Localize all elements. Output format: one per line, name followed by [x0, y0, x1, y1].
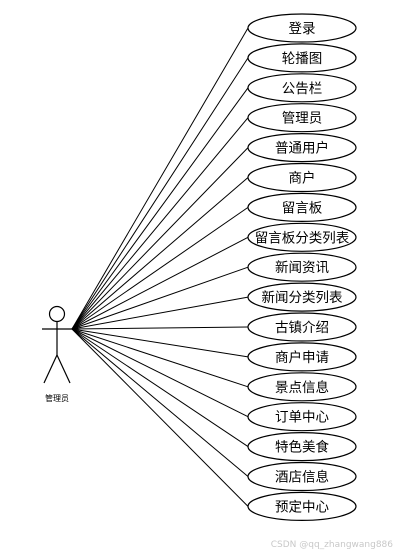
actor: 管理员	[42, 305, 72, 403]
use-case: 酒店信息	[247, 461, 357, 492]
use-case: 管理员	[247, 103, 357, 133]
use-case-label: 商户	[289, 170, 316, 187]
use-case-ellipse	[247, 432, 357, 462]
association-line	[71, 328, 249, 448]
use-case-ellipse	[247, 133, 357, 163]
use-case-ellipse	[247, 192, 357, 222]
use-case: 商户申请	[247, 342, 357, 372]
use-case-label: 古镇介绍	[275, 320, 329, 336]
use-case-label: 新闻分类列表	[262, 290, 343, 306]
use-case-ellipse	[247, 73, 357, 103]
association-lines	[71, 27, 249, 507]
use-case: 登录	[247, 13, 357, 43]
association-line	[71, 328, 249, 507]
use-case: 特色美食	[247, 432, 357, 462]
association-line	[71, 296, 249, 330]
use-case-label: 留言板	[282, 200, 323, 216]
use-case: 新闻分类列表	[247, 282, 357, 312]
use-case-ellipse	[247, 13, 357, 43]
use-case-ellipse	[247, 282, 357, 312]
use-case-label: 公告栏	[282, 81, 323, 97]
use-case: 预定中心	[247, 491, 357, 521]
use-case-label: 新闻资讯	[275, 260, 329, 276]
use-case-ellipse	[247, 342, 357, 372]
use-case-label: 管理员	[282, 111, 323, 127]
use-case-label: 酒店信息	[275, 469, 329, 486]
use-case-list: 登录轮播图公告栏管理员普通用户商户留言板留言板分类列表新闻资讯新闻分类列表古镇介…	[247, 13, 357, 521]
use-case-label: 景点信息	[275, 379, 329, 396]
use-case-label: 特色美食	[275, 439, 329, 456]
use-case-label: 普通用户	[275, 140, 329, 157]
use-case-ellipse	[247, 252, 357, 282]
association-line	[71, 328, 249, 418]
use-case: 景点信息	[247, 372, 357, 402]
use-case-label: 商户申请	[275, 349, 329, 366]
association-line	[71, 57, 249, 330]
use-case-ellipse	[247, 402, 357, 432]
use-case-ellipse	[247, 103, 357, 133]
use-case-ellipse	[247, 43, 357, 73]
association-line	[71, 266, 249, 330]
use-case-ellipse	[247, 372, 357, 402]
association-line	[71, 326, 249, 330]
use-case-ellipse	[247, 312, 357, 342]
use-case-label: 预定中心	[275, 499, 329, 515]
use-case-ellipse	[247, 162, 357, 193]
watermark: CSDN @qq_zhangwang886	[270, 540, 393, 550]
use-case: 留言板	[247, 192, 357, 222]
use-case: 留言板分类列表	[247, 222, 357, 252]
association-line	[71, 27, 249, 330]
association-line	[71, 328, 249, 358]
association-line	[71, 177, 249, 330]
association-line	[71, 117, 249, 330]
use-case-ellipse	[247, 222, 357, 252]
association-line	[71, 328, 249, 388]
use-case: 公告栏	[247, 73, 357, 103]
association-line	[71, 236, 249, 330]
use-case: 普通用户	[247, 133, 357, 163]
actor-head	[48, 305, 66, 323]
use-case: 商户	[247, 162, 357, 193]
use-case-ellipse	[247, 461, 357, 492]
actor-label: 管理员	[45, 393, 69, 403]
use-case-label: 登录	[289, 21, 316, 37]
use-case-label: 留言板分类列表	[255, 230, 350, 246]
actor-right-leg	[56, 354, 71, 384]
use-case: 古镇介绍	[247, 312, 357, 342]
use-case-ellipse	[247, 491, 357, 521]
association-line	[71, 87, 249, 330]
use-case-label: 订单中心	[275, 410, 329, 426]
use-case-label: 轮播图	[282, 51, 323, 67]
use-case: 订单中心	[247, 402, 357, 432]
association-line	[71, 206, 249, 330]
actor-left-leg	[43, 354, 58, 384]
use-case: 新闻资讯	[247, 252, 357, 282]
association-line	[71, 328, 249, 477]
association-line	[71, 147, 249, 330]
use-case: 轮播图	[247, 43, 357, 73]
